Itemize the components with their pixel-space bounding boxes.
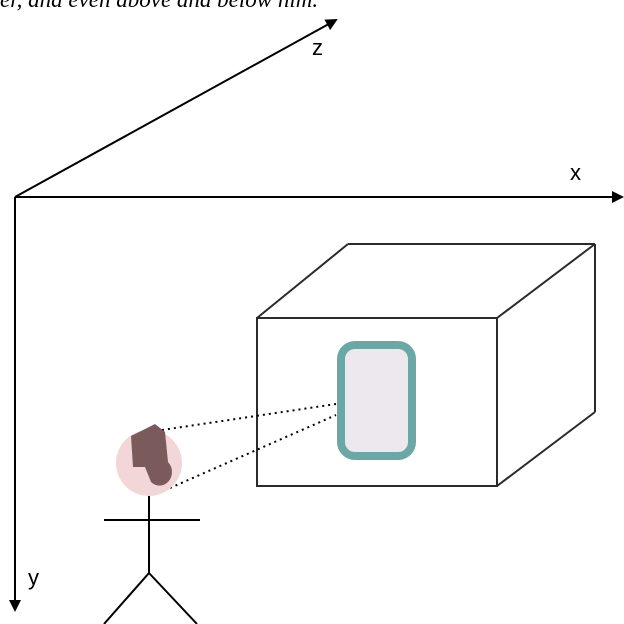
person — [103, 424, 200, 624]
box-top-left-edge — [256, 243, 349, 319]
caption-text: er, and even above and below him. — [0, 0, 318, 14]
x-axis-label: x — [570, 160, 581, 185]
z-axis — [14, 19, 338, 198]
box-top-right-edge — [496, 243, 596, 319]
left-leg — [103, 572, 150, 624]
right-leg — [148, 572, 198, 624]
box-front-face — [256, 317, 498, 487]
hair — [131, 424, 172, 486]
box-bottom-right-edge — [496, 411, 596, 487]
y-axis-label: y — [28, 565, 39, 590]
sight-line-top — [161, 403, 337, 431]
screen — [337, 341, 416, 460]
box — [256, 243, 596, 487]
sight-line-bottom — [169, 414, 337, 489]
z-axis-label: z — [312, 35, 323, 60]
